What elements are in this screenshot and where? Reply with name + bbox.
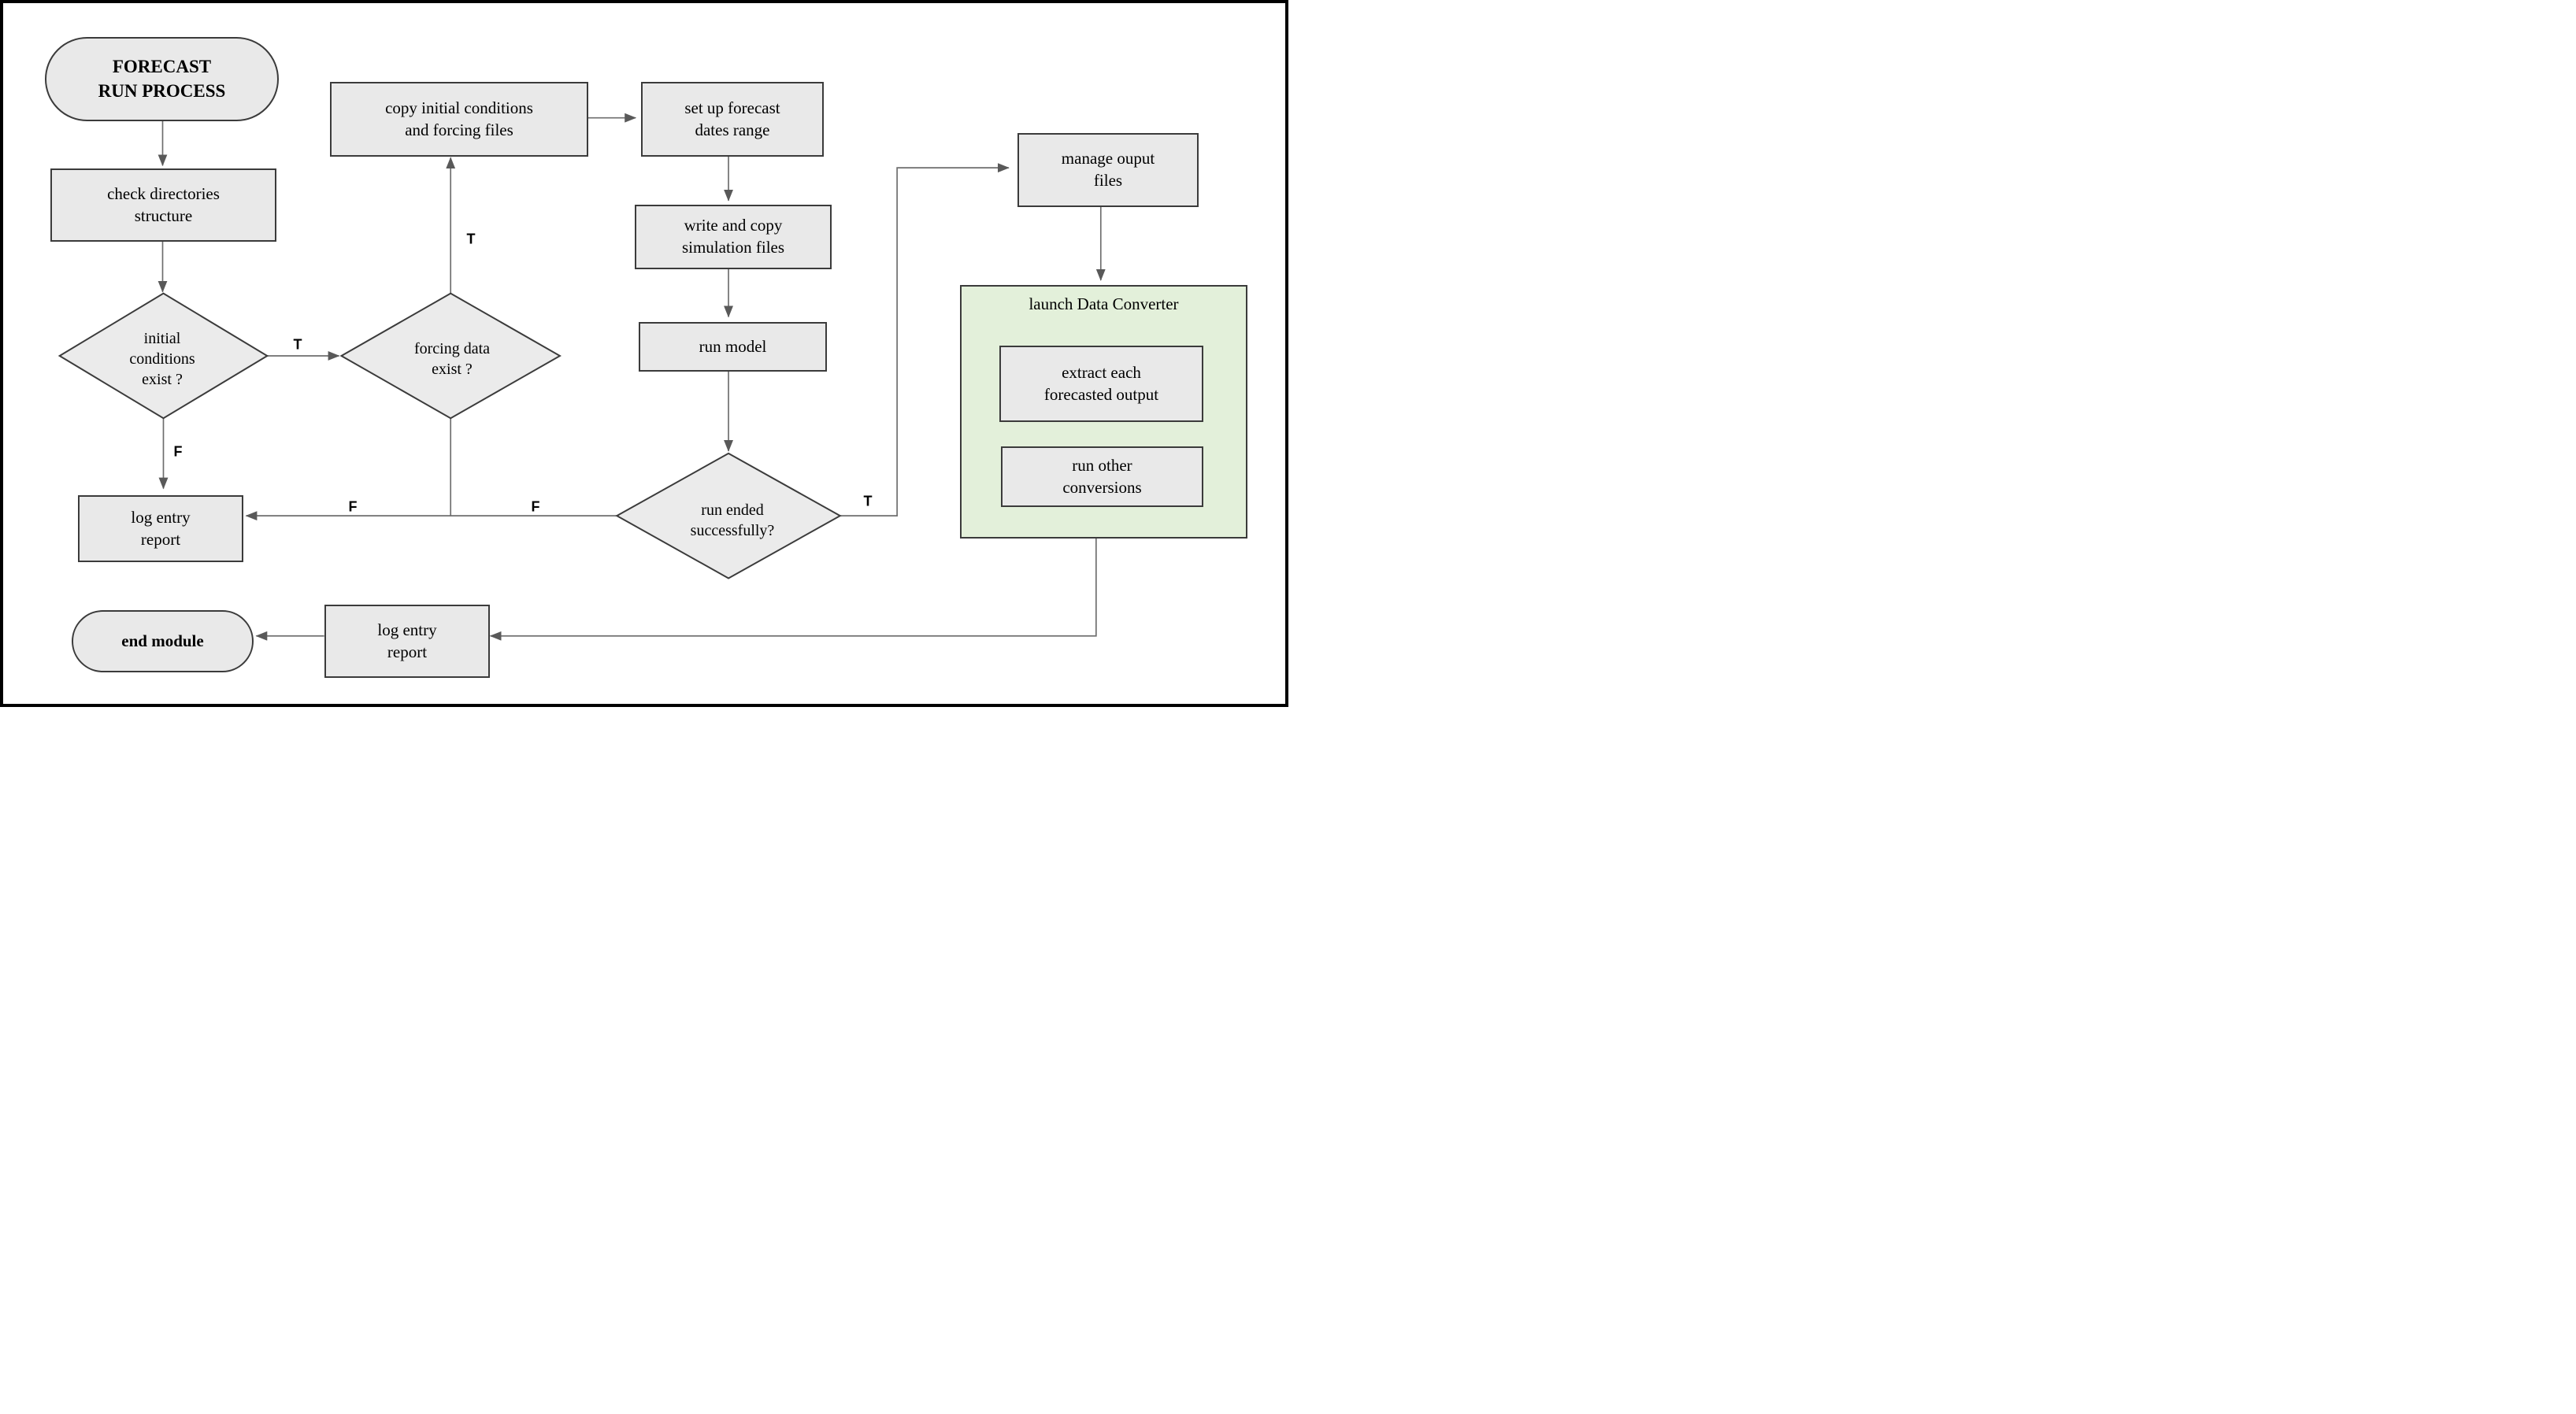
node-run-model: run model — [639, 322, 827, 372]
edge-converter-to-log2 — [489, 533, 1097, 641]
decision-forcing-data-shape — [339, 292, 562, 420]
node-check-directories: check directories structure — [50, 168, 276, 242]
edge-runended-true-to-manage — [840, 163, 1010, 516]
branch-label-true-forcing: T — [466, 231, 476, 247]
decision-initial-conditions-shape — [57, 292, 269, 420]
node-start: FORECAST RUN PROCESS — [45, 37, 279, 121]
branch-label-false-initial: F — [173, 443, 183, 460]
node-log-entry-2: log entry report — [324, 605, 490, 678]
decision-run-ended-shape — [615, 452, 842, 579]
node-setup-dates: set up forecast dates range — [641, 82, 824, 157]
node-manage-output: manage ouput files — [1017, 133, 1199, 207]
node-end-module: end module — [72, 610, 254, 672]
flowchart-canvas: launch Data Converter FORECAST RUN PROCE… — [0, 0, 1288, 707]
node-run-conversions: run other conversions — [1001, 446, 1203, 507]
node-copy-files: copy initial conditions and forcing file… — [330, 82, 588, 157]
group-data-converter-title: launch Data Converter — [1029, 294, 1179, 313]
node-write-files: write and copy simulation files — [635, 205, 832, 269]
branch-label-true-runended: T — [863, 493, 873, 509]
branch-label-true-initial: T — [293, 336, 302, 353]
node-log-entry-1: log entry report — [78, 495, 243, 562]
branch-label-false-forcing: F — [348, 498, 358, 515]
branch-label-false-runended: F — [531, 498, 540, 515]
node-extract-output: extract each forecasted output — [999, 346, 1203, 422]
connector-layer — [57, 113, 1106, 641]
